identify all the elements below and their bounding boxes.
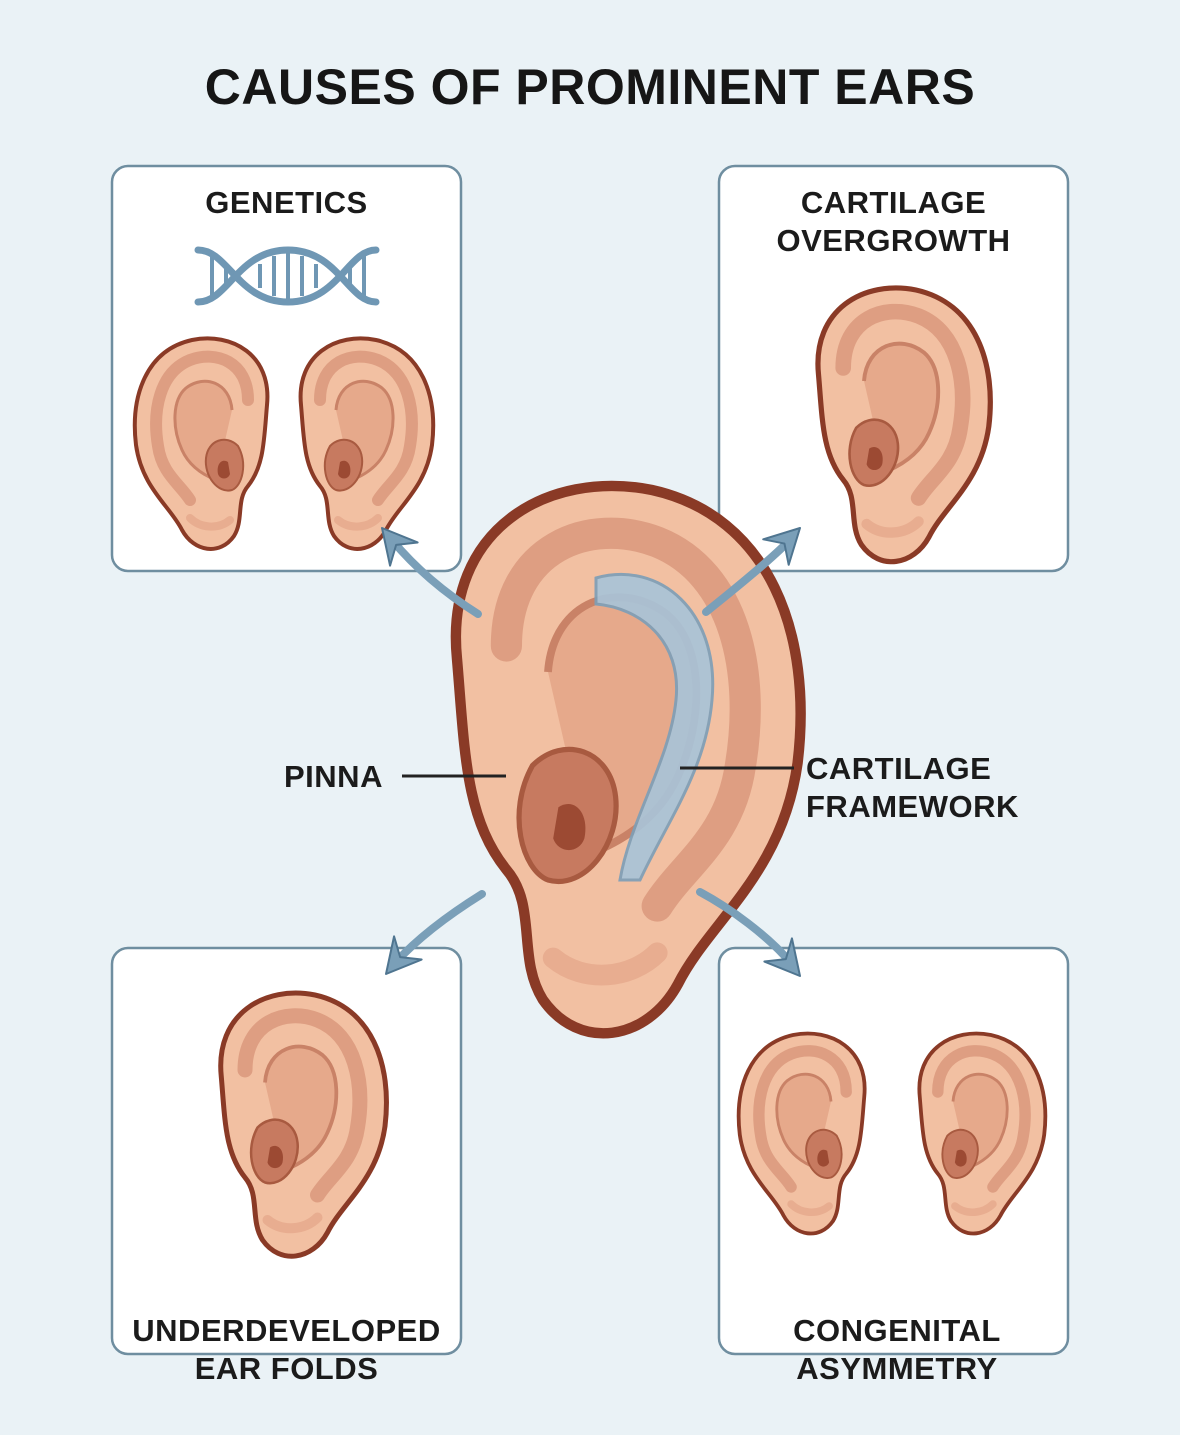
pinna-label: PINNA bbox=[284, 758, 383, 796]
congenital-asymmetry-line1: CONGENITAL bbox=[719, 1312, 1075, 1350]
cartilage-framework-label: CARTILAGE FRAMEWORK bbox=[806, 750, 1019, 826]
congenital-asymmetry-line2: ASYMMETRY bbox=[719, 1350, 1075, 1388]
underdeveloped-folds-line1: UNDERDEVELOPED bbox=[96, 1312, 477, 1350]
cartilage-overgrowth-label: CARTILAGE OVERGROWTH bbox=[719, 184, 1068, 260]
genetics-label: GENETICS bbox=[112, 184, 461, 222]
congenital-asymmetry-label: CONGENITAL ASYMMETRY bbox=[719, 1312, 1075, 1388]
underdeveloped-folds-label: UNDERDEVELOPED EAR FOLDS bbox=[96, 1312, 477, 1388]
genetics-label-text: GENETICS bbox=[205, 185, 367, 220]
cartilage-overgrowth-line1: CARTILAGE bbox=[719, 184, 1068, 222]
underdeveloped-folds-line2: EAR FOLDS bbox=[96, 1350, 477, 1388]
page-title: CAUSES OF PROMINENT EARS bbox=[0, 58, 1180, 116]
cartilage-overgrowth-line2: OVERGROWTH bbox=[719, 222, 1068, 260]
cartilage-framework-line2: FRAMEWORK bbox=[806, 788, 1019, 826]
cartilage-framework-line1: CARTILAGE bbox=[806, 750, 1019, 788]
